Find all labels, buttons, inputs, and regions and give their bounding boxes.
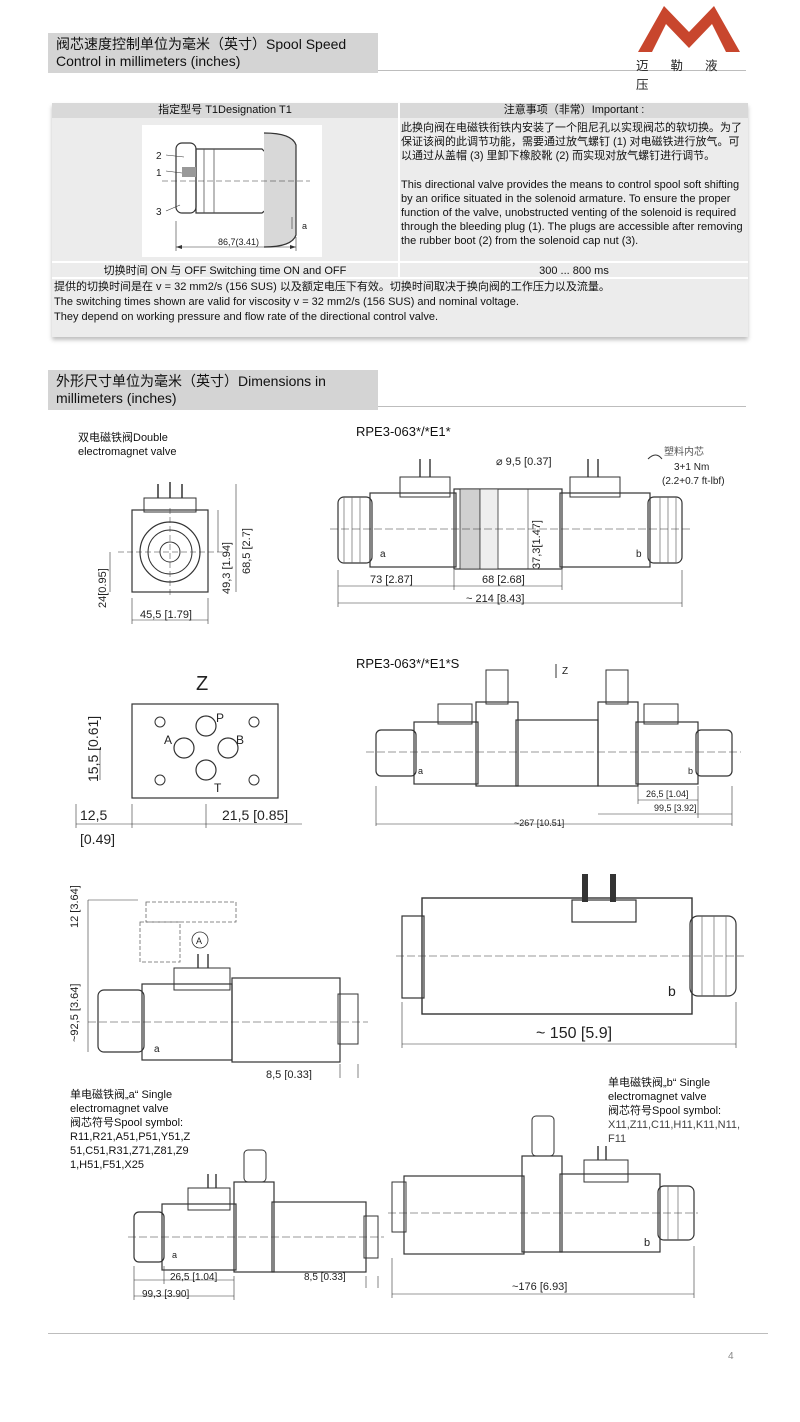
- circle-a: A: [196, 936, 202, 946]
- rpe-s-dim-267: ~267 [10.51]: [514, 818, 564, 828]
- rpe-e1-b: b: [636, 549, 642, 560]
- rpe-e1-dim-68: 68 [2.68]: [482, 574, 525, 586]
- big-coil-b: b: [668, 983, 676, 999]
- logo-mark-icon: [638, 6, 740, 52]
- single-b-b: b: [644, 1237, 650, 1249]
- single-a-a: a: [172, 1250, 177, 1260]
- z-title: Z: [196, 673, 208, 695]
- rpe-e1-drawing: a b ⌀ 9,5 [0.37] 73 [2.87] 68 [2.68] ~ 2…: [330, 445, 725, 607]
- single-a-dim-99-3: 99,3 [3.90]: [142, 1289, 189, 1300]
- rpe-s-dim-26-5: 26,5 [1.04]: [646, 789, 689, 799]
- rpe-e1-dim-73: 73 [2.87]: [370, 574, 413, 586]
- switching-label: 切换时间 ON 与 OFF Switching time ON and OFF: [103, 265, 347, 277]
- z-dim-21-5: 21,5 [0.85]: [222, 807, 288, 823]
- col1-header: 指定型号 T1Designation T1: [52, 103, 398, 118]
- z-dim-15-5: 15,5 [0.61]: [85, 716, 101, 782]
- spool-speed-table: 指定型号 T1Designation T1 注意事项（非常）Important …: [52, 103, 748, 337]
- single-b-drawing: b ~176 [6.93]: [388, 1115, 698, 1298]
- page-number: 4: [728, 1351, 734, 1362]
- big-coil-dim: ~ 150 [5.9]: [536, 1025, 612, 1042]
- note-cn: 提供的切换时间是在 v = 32 mm2/s (156 SUS) 以及额定电压下…: [54, 281, 610, 293]
- single-b-label-1: 单电磁铁阀„b“ Single: [608, 1077, 711, 1089]
- double-valve-front-view: 45,5 [1.79] 24[0.95] 49,3 [1.94] 68,5 [2…: [97, 482, 253, 624]
- rpe-e1-s-drawing: Z a b 26,5 [1.04] 99,5 [3.92] ~267 [10.5…: [366, 664, 741, 828]
- dim-68-5: 68,5 [2.7]: [241, 528, 253, 574]
- rpe-e1-dim-214: ~ 214 [8.43]: [466, 593, 524, 605]
- port-t: T: [214, 781, 222, 795]
- dim-49-3: 49,3 [1.94]: [221, 542, 233, 594]
- drawing-dim: 86,7(3.41): [218, 237, 259, 247]
- single-a-spools-1: R11,R21,A51,P51,Y51,Z: [70, 1131, 191, 1143]
- wrench-icon: [647, 454, 663, 460]
- single-b-label-3: 阀芯符号Spool symbol:: [608, 1105, 722, 1117]
- section-dimensions-header: 外形尺寸单位为毫米（英寸）Dimensions in millimeters (…: [48, 370, 378, 410]
- single-b-spools-1: X11,Z11,C11,H11,K11,N11,: [608, 1119, 741, 1131]
- section-spool-speed-header: 阀芯速度控制单位为毫米（英寸）Spool Speed Control in mi…: [48, 33, 378, 73]
- port-a: A: [164, 733, 172, 747]
- single-a-drawing: a 26,5 [1.04] 8,5 [0.33] 99,3 [3.90]: [128, 1149, 384, 1300]
- port-p: P: [216, 711, 224, 725]
- rpe-e1-s-title: RPE3-063*/*E1*S: [356, 656, 460, 671]
- torque-cn: 塑料内芯: [664, 445, 704, 458]
- double-valve-label-2: electromagnet valve: [78, 446, 177, 458]
- z-port-view: Z P A B T 15,5 [0.61] 12,5 [0.49] 21,5 […: [75, 673, 302, 847]
- rpe-e1-a: a: [380, 549, 386, 560]
- footer-rule: [48, 1333, 768, 1334]
- port-b: B: [236, 733, 244, 747]
- brand-logo: 迈 勒 液 压: [634, 2, 744, 92]
- switching-value: 300 ... 800 ms: [539, 265, 609, 277]
- torque-value: 3+1 Nm: [674, 462, 709, 473]
- single-a-dim-26-5: 26,5 [1.04]: [170, 1272, 217, 1283]
- callout-2: 2: [156, 151, 162, 162]
- single-a-dim-8-5: 8,5 [0.33]: [304, 1272, 346, 1283]
- side-label-a: a: [154, 1044, 160, 1055]
- torque-imperial: (2.2+0.7 ft-lbf): [662, 476, 725, 487]
- section2-title-line1: 外形尺寸单位为毫米（英寸）Dimensions in: [56, 373, 326, 389]
- rpe-s-a: a: [418, 766, 423, 776]
- side-dim-12: 12 [3.64]: [69, 885, 81, 928]
- side-dim-92-5: ~92,5 [3.64]: [69, 984, 81, 1042]
- section2-rule: [378, 406, 746, 407]
- important-cn: 此换向阀在电磁铁衔铁内安装了一个阻尼孔以实现阀芯的软切换。为了保证该阀的此调节功…: [401, 122, 742, 162]
- section-title-line1: 阀芯速度控制单位为毫米（英寸）Spool Speed: [56, 36, 347, 52]
- logo-text: 迈 勒 液 压: [636, 58, 727, 92]
- rpe-e1-title: RPE3-063*/*E1*: [356, 424, 451, 439]
- side-dim-8-5: 8,5 [0.33]: [266, 1069, 312, 1080]
- note-en2: They depend on working pressure and flow…: [54, 311, 438, 323]
- rpe-s-dim-99-5: 99,5 [3.92]: [654, 803, 697, 813]
- section-title-line2: Control in millimeters (inches): [56, 53, 241, 69]
- callout-1: 1: [156, 168, 162, 179]
- z-marker: Z: [562, 666, 568, 677]
- bleeding-plug-drawing: 2 1 3 a 86,7(3.41): [142, 125, 322, 257]
- important-en: This directional valve provides the mean…: [401, 179, 743, 247]
- rpe-e1-dia: ⌀ 9,5 [0.37]: [496, 456, 552, 468]
- z-dim-0-49: [0.49]: [80, 831, 115, 847]
- single-a-label-3: 阀芯符号Spool symbol:: [70, 1117, 184, 1129]
- double-valve-label-1: 双电磁铁阀Double: [78, 432, 168, 444]
- note-en1: The switching times shown are valid for …: [54, 296, 519, 308]
- rpe-s-b: b: [688, 766, 693, 776]
- big-coil-drawing: b ~ 150 [5.9]: [396, 874, 744, 1048]
- dim-24: 24[0.95]: [97, 568, 109, 608]
- dim-45-5: 45,5 [1.79]: [140, 609, 192, 621]
- callout-a: a: [302, 221, 307, 231]
- section-rule: [378, 70, 746, 71]
- callout-3: 3: [156, 207, 162, 218]
- single-b-spools-2: F11: [608, 1133, 627, 1145]
- section2-title-line2: millimeters (inches): [56, 390, 177, 406]
- single-a-spools-2: 51,C51,R31,Z71,Z81,Z9: [70, 1145, 189, 1157]
- single-b-label-2: electromagnet valve: [608, 1091, 707, 1103]
- single-a-spools-3: 1,H51,F51,X25: [70, 1159, 144, 1171]
- single-a-label-2: electromagnet valve: [70, 1103, 169, 1115]
- rpe-e1-dim-37: 37,3[1.47]: [531, 520, 543, 569]
- z-dim-12-5: 12,5: [80, 807, 107, 823]
- side-view-drawing: A 12 [3.64] ~92,5 [3.64] 8,5 [0.33] a: [69, 885, 368, 1080]
- single-b-dim-176: ~176 [6.93]: [512, 1281, 567, 1293]
- col2-header: 注意事项（非常）Important :: [400, 103, 748, 118]
- single-a-label-1: 单电磁铁阀„a“ Single: [70, 1089, 173, 1101]
